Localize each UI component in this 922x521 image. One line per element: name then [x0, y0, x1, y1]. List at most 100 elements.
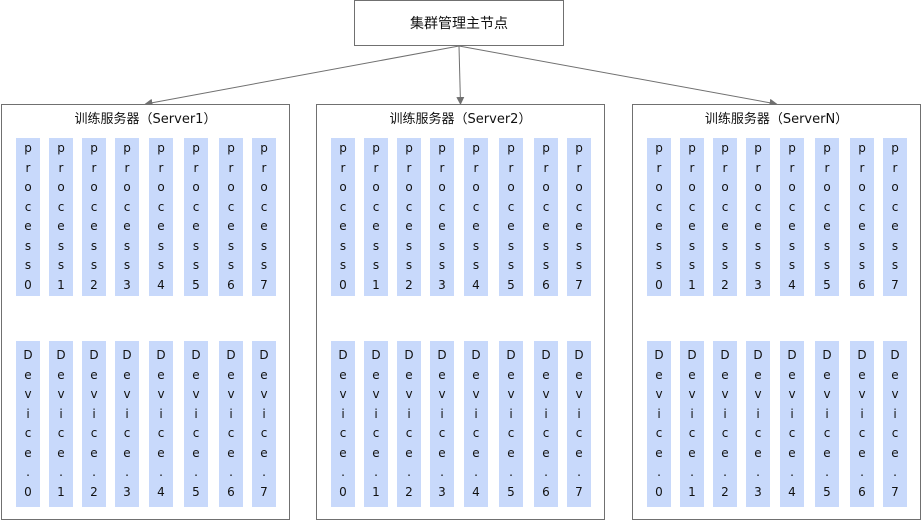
process-cell-char-4: e: [721, 219, 729, 233]
device-cell-char-7: 4: [788, 484, 796, 499]
process-cell-char-4: e: [472, 219, 480, 233]
process-cell-char-4: e: [57, 219, 65, 233]
process-cell-char-2: o: [754, 180, 762, 194]
device-cell-char-4: c: [372, 426, 380, 440]
device-cell-char-5: e: [192, 445, 200, 460]
process-cell-char-2: o: [858, 180, 866, 194]
process-cell-char-6: s: [688, 258, 696, 272]
device-cell-char-7: 3: [123, 484, 131, 499]
device-cell-char-7: 1: [688, 484, 696, 499]
process-cell-char-2: o: [372, 180, 380, 194]
device-cell-char-7: 5: [507, 484, 515, 499]
cluster-master-node: 集群管理主节点: [354, 0, 564, 46]
process-cell-char-3: c: [339, 199, 347, 214]
process-cell-char-1: r: [473, 160, 479, 175]
process-cell-char-6: s: [24, 258, 32, 272]
device-cell-char-2: v: [90, 387, 98, 401]
device-cell-char-3: i: [790, 406, 794, 421]
process-cell-char-0: p: [688, 141, 696, 155]
process-cell-char-0: p: [575, 141, 583, 155]
device-cell-char-1: e: [90, 367, 98, 382]
process-cell-char-2: o: [688, 180, 696, 194]
device-cell-char-6: .: [374, 465, 378, 479]
process-cell-char-6: s: [788, 258, 796, 272]
device-cell-char-4: c: [721, 426, 729, 440]
process-cell-char-2: o: [542, 180, 550, 194]
device-cell-char-0: D: [857, 348, 867, 362]
process-cell-char-1: r: [228, 160, 234, 175]
process-cell-char-5: s: [57, 238, 65, 253]
device-cell-char-1: e: [542, 367, 550, 382]
process-cell-char-2: o: [507, 180, 515, 194]
device-cell-char-2: v: [507, 387, 515, 401]
process-cell-char-3: c: [157, 199, 165, 214]
device-cell-char-1: e: [227, 367, 235, 382]
device-cell-char-5: e: [90, 445, 98, 460]
device-cell-char-2: v: [157, 387, 165, 401]
process-cell-char-1: r: [576, 160, 582, 175]
device-cell-char-1: e: [655, 367, 663, 382]
device-cell-char-4: c: [260, 426, 268, 440]
device-cell-char-7: 7: [575, 484, 583, 499]
process-cell-char-4: e: [192, 219, 200, 233]
process-cell-char-6: s: [57, 258, 65, 272]
device-cell-char-2: v: [472, 387, 480, 401]
master-to-server-3-arrow: [458, 45, 778, 107]
device-cell-char-3: i: [59, 406, 63, 421]
process-cell-char-6: s: [754, 258, 762, 272]
process-cell-char-0: p: [192, 141, 200, 155]
process-cell-char-7: 5: [823, 277, 831, 292]
process-cell-char-7: 7: [260, 277, 268, 292]
device-cell-char-6: .: [440, 465, 444, 479]
process-cell-char-2: o: [57, 180, 65, 194]
device-cell-char-5: e: [372, 445, 380, 460]
device-cell-char-0: D: [654, 348, 664, 362]
process-cell-char-3: c: [90, 199, 98, 214]
device-cell-char-3: i: [407, 406, 411, 421]
device-cell-char-6: .: [59, 465, 63, 479]
device-cell-char-6: .: [690, 465, 694, 479]
device-cell-char-6: .: [474, 465, 478, 479]
master-to-server-1-arrow: [144, 45, 460, 107]
device-cell-char-6: .: [509, 465, 513, 479]
device-cell-char-0: D: [471, 348, 481, 362]
device-cell-char-5: e: [339, 445, 347, 460]
process-cell-char-3: c: [788, 199, 796, 214]
device-cell-char-2: v: [24, 387, 32, 401]
device-cell-char-6: .: [92, 465, 96, 479]
process-cell-char-3: c: [227, 199, 235, 214]
process-cell-char-3: c: [405, 199, 413, 214]
process-cell-char-3: c: [688, 199, 696, 214]
process-cell-char-5: s: [788, 238, 796, 253]
process-cell-char-7: 6: [227, 277, 235, 292]
device-cell-char-3: i: [125, 406, 129, 421]
process-cell-char-6: s: [339, 258, 347, 272]
process-cell-char-1: r: [439, 160, 445, 175]
device-cell-char-1: e: [123, 367, 131, 382]
process-cell-char-4: e: [372, 219, 380, 233]
device-cell-char-0: D: [822, 348, 832, 362]
process-cell-char-6: s: [227, 258, 235, 272]
process-cell-char-4: e: [438, 219, 446, 233]
process-cell-char-0: p: [157, 141, 165, 155]
process-cell-char-7: 4: [157, 277, 165, 292]
training-server-1: [1, 104, 290, 520]
process-cell-char-7: 4: [788, 277, 796, 292]
device-cell-char-6: .: [860, 465, 864, 479]
process-cell-char-3: c: [438, 199, 446, 214]
process-cell-char-1: r: [508, 160, 514, 175]
device-cell-char-5: e: [24, 445, 32, 460]
